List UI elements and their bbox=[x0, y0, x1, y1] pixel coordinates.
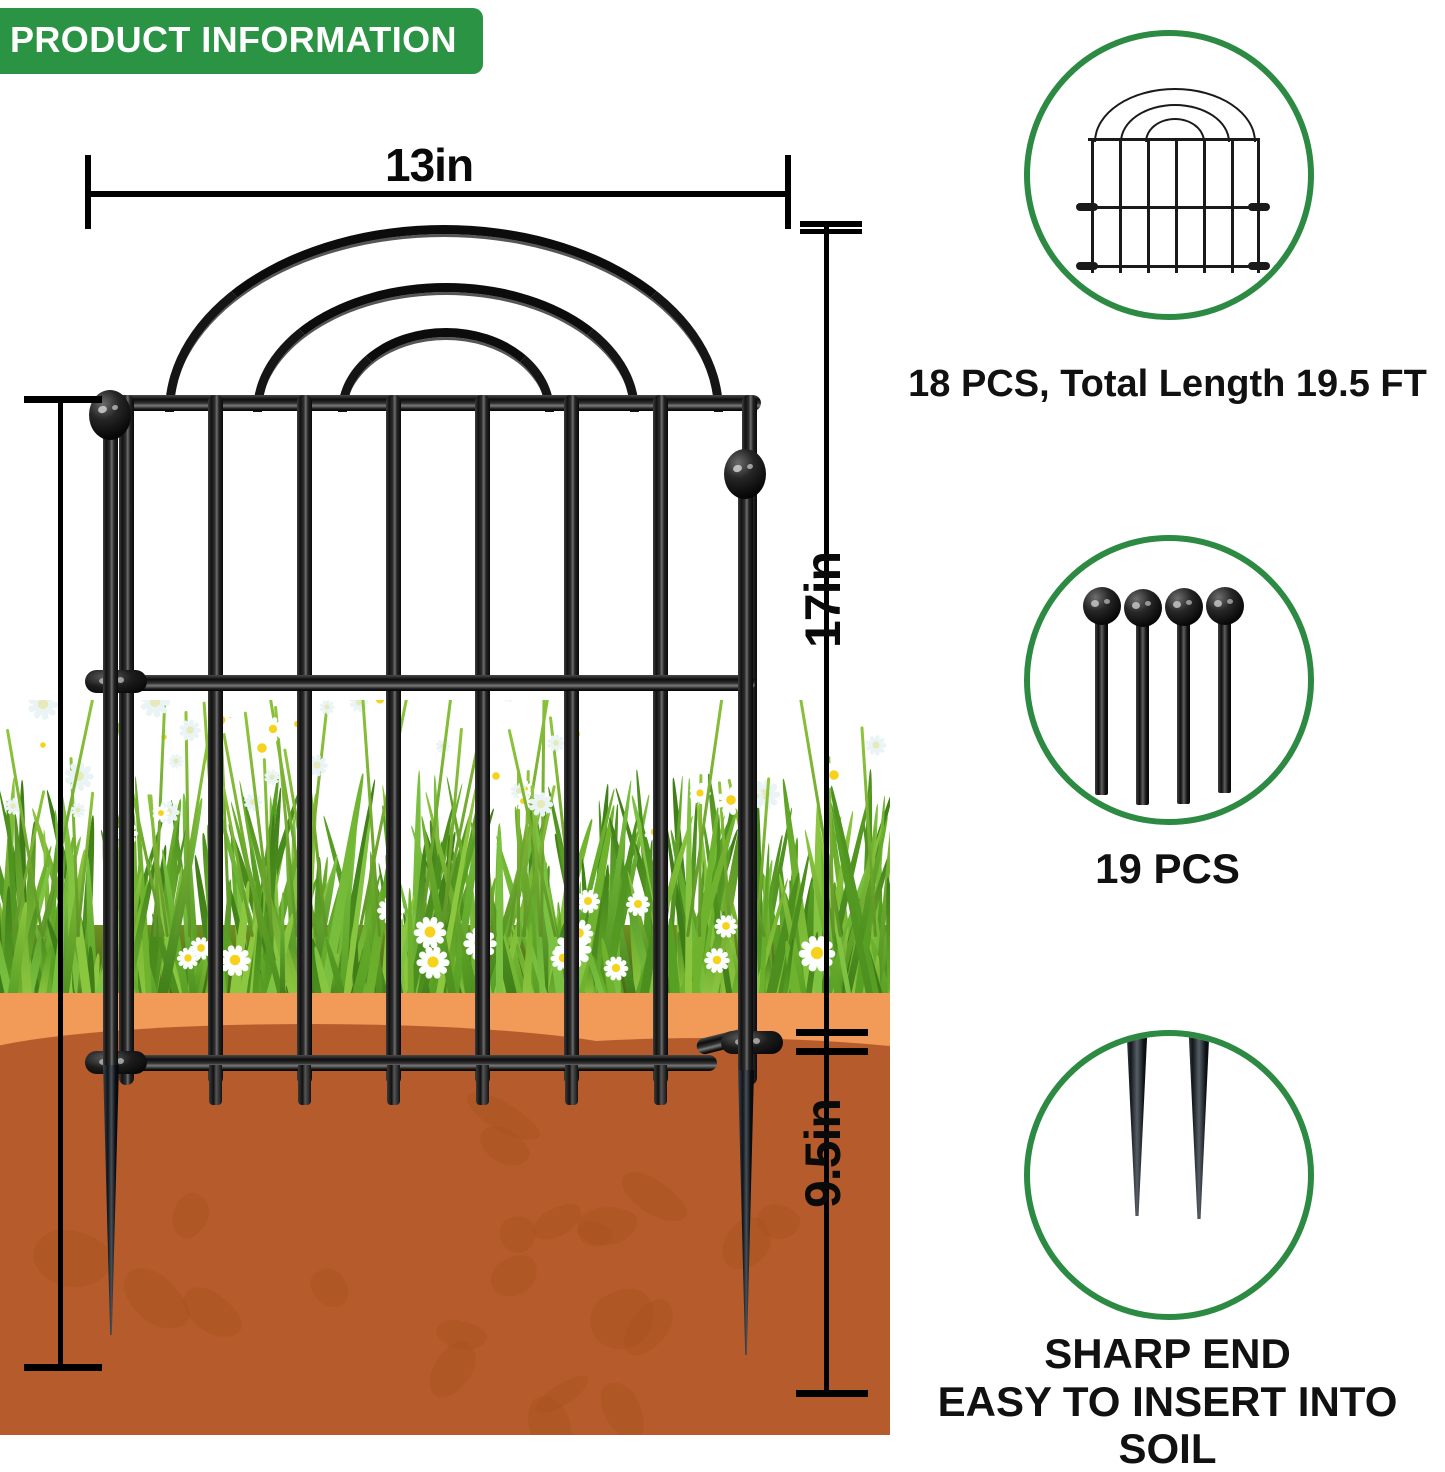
fence-bar bbox=[386, 395, 401, 1085]
fence-bottom-rail bbox=[107, 1055, 717, 1071]
fence-middle-rail bbox=[107, 675, 755, 691]
fence-bar-stub bbox=[565, 1065, 578, 1105]
fence-panel-lineart-icon bbox=[1088, 88, 1268, 280]
fence-bar-stub bbox=[476, 1065, 489, 1105]
dim-17-tick-top bbox=[800, 221, 862, 227]
stake-ball bbox=[1124, 589, 1162, 627]
flower-center bbox=[40, 742, 46, 748]
ball-highlight bbox=[1186, 600, 1192, 605]
ball-highlight bbox=[1227, 599, 1233, 604]
dim-95-label: 9.5in bbox=[794, 1099, 852, 1208]
sharp-point-stake-icon bbox=[1030, 1036, 1314, 1320]
fence-bar-stub bbox=[298, 1065, 311, 1105]
lineart-bar bbox=[1203, 138, 1206, 273]
dim-17-tick-bottom bbox=[796, 1029, 868, 1036]
ball-highlight bbox=[97, 405, 108, 414]
feature-caption-stakes: 19 PCS bbox=[890, 845, 1445, 892]
clamp-highlight bbox=[117, 677, 124, 683]
fence-bar bbox=[564, 395, 579, 1085]
dim-13in-tick-left bbox=[85, 155, 91, 229]
ball-highlight bbox=[1132, 602, 1140, 609]
dim-95-tick-bottom bbox=[796, 1390, 868, 1397]
lineart-bar bbox=[1147, 138, 1150, 273]
clamp-highlight bbox=[117, 1058, 124, 1064]
feature-caption-sharp-end-line1: SHARP END bbox=[890, 1330, 1445, 1377]
ball-highlight bbox=[1173, 601, 1181, 608]
fence-bar bbox=[297, 395, 312, 1085]
ball-highlight bbox=[1104, 599, 1110, 604]
fence-bar bbox=[653, 395, 668, 1085]
fence-bar bbox=[475, 395, 490, 1085]
lineart-clamp-mid bbox=[1076, 203, 1098, 211]
ball-highlight bbox=[1214, 600, 1222, 607]
ball-highlight bbox=[111, 404, 118, 411]
lineart-clamp-mid-right bbox=[1248, 203, 1270, 211]
dim-177-tick-top bbox=[24, 396, 102, 403]
lineart-top-rail bbox=[1088, 138, 1260, 141]
ground-stake-left-shaft bbox=[103, 415, 118, 1070]
stake-ball bbox=[1165, 588, 1203, 626]
sharp-point bbox=[1186, 1030, 1212, 1219]
stake-shaft bbox=[1218, 613, 1231, 793]
lineart-bar bbox=[1119, 138, 1122, 273]
feature-circle-panels bbox=[1024, 30, 1314, 320]
fence-bar-stub bbox=[654, 1065, 667, 1105]
flower-center bbox=[829, 770, 839, 780]
dim-13in-label: 13in bbox=[385, 138, 473, 192]
dim-17-tick-top2 bbox=[800, 229, 862, 234]
stake-shaft bbox=[1095, 613, 1108, 795]
lineart-bar bbox=[1231, 138, 1234, 273]
lineart-bottom-rail bbox=[1078, 265, 1268, 268]
ball-highlight bbox=[1145, 601, 1151, 606]
ball-top-stake-icon bbox=[1030, 541, 1314, 825]
ground-stake-right-shaft bbox=[738, 475, 753, 1075]
feature-caption-panels: 18 PCS, Total Length 19.5 FT bbox=[890, 363, 1445, 406]
ball-highlight bbox=[732, 464, 743, 473]
stake-ball bbox=[1083, 587, 1121, 625]
fence-bar bbox=[208, 395, 223, 1085]
ground-stake-left-point bbox=[103, 1065, 119, 1335]
daisy-flower bbox=[34, 736, 52, 754]
dim-177-label: 17.7in bbox=[0, 462, 12, 598]
ball-highlight bbox=[1091, 600, 1099, 607]
feature-caption-sharp-end-line2: EASY TO INSERT INTO SOIL bbox=[890, 1378, 1445, 1472]
stake-shaft bbox=[1177, 614, 1190, 804]
lineart-bar bbox=[1175, 138, 1178, 273]
daisy-flower bbox=[865, 734, 888, 757]
stake-shaft bbox=[1136, 615, 1149, 805]
clamp-highlight bbox=[753, 1038, 760, 1044]
dim-13in-tick-right bbox=[785, 155, 791, 229]
product-information-badge: PRODUCT INFORMATION bbox=[0, 8, 483, 74]
fence-bar-stub bbox=[387, 1065, 400, 1105]
fence-bar bbox=[119, 395, 134, 1085]
product-scene: 13in 17.7in 17in 9.5in PRODUCT INFORMATI… bbox=[0, 0, 890, 1435]
flower-center bbox=[37, 700, 47, 709]
fence-bar-stub bbox=[209, 1065, 222, 1105]
dim-95-line bbox=[824, 1040, 829, 1396]
ground-stake-right-ball bbox=[724, 449, 766, 499]
feature-circle-stakes bbox=[1024, 535, 1314, 825]
lineart-mid-rail bbox=[1078, 206, 1268, 209]
stake-ball bbox=[1206, 587, 1244, 625]
daisy-flower bbox=[26, 700, 59, 721]
dim-177-tick-bottom bbox=[24, 1364, 102, 1371]
ball-highlight bbox=[746, 463, 753, 470]
lineart-clamp-bottom-right bbox=[1248, 262, 1270, 270]
fence-panel-illustration bbox=[85, 225, 825, 1355]
lineart-clamp-bottom bbox=[1076, 262, 1098, 270]
dim-17-label: 17in bbox=[794, 552, 852, 648]
ground-stake-right-point bbox=[738, 1070, 754, 1355]
feature-callout-panel: 18 PCS, Total Length 19.5 FT bbox=[890, 0, 1445, 1435]
sharp-point bbox=[1124, 1030, 1150, 1216]
product-information-infographic: 13in 17.7in 17in 9.5in PRODUCT INFORMATI… bbox=[0, 0, 1445, 1435]
dim-17-tick-bottom2 bbox=[796, 1048, 868, 1055]
dim-177-line bbox=[58, 396, 63, 1371]
flower-center bbox=[75, 807, 80, 812]
feature-circle-sharp-end bbox=[1024, 1030, 1314, 1320]
